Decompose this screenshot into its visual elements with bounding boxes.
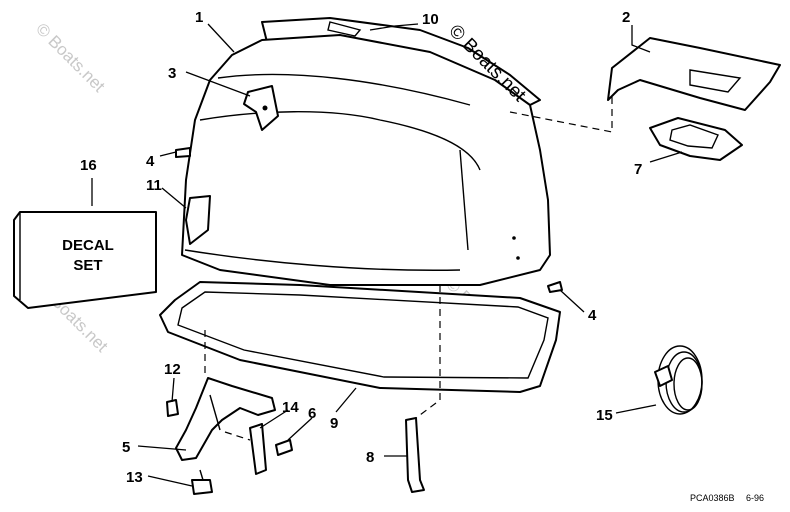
callout-4a: 4 bbox=[146, 153, 155, 170]
callout-8: 8 bbox=[366, 449, 374, 466]
part-seal bbox=[159, 281, 561, 393]
callout-13: 13 bbox=[126, 469, 143, 486]
leader-lines bbox=[91, 23, 683, 487]
callout-6: 6 bbox=[308, 405, 316, 422]
guide-line-bracket bbox=[224, 431, 251, 441]
part-bar bbox=[405, 417, 425, 493]
part-bracket bbox=[175, 377, 276, 461]
part-grommet bbox=[649, 117, 743, 161]
date-code: 6-96 bbox=[746, 493, 764, 503]
callout-9: 9 bbox=[330, 415, 338, 432]
callout-4b: 4 bbox=[588, 307, 597, 324]
callout-3: 3 bbox=[168, 65, 176, 82]
part-rear-cover bbox=[607, 37, 781, 111]
callout-11: 11 bbox=[146, 177, 162, 194]
part-motor-cover bbox=[181, 34, 551, 286]
part-stud bbox=[191, 469, 213, 495]
part-screw-left bbox=[175, 147, 191, 158]
callout-10: 10 bbox=[422, 11, 439, 28]
part-code: PCA0386B bbox=[690, 493, 735, 503]
watermark-left-top: © Boats.net bbox=[32, 19, 109, 96]
decal-line-1: DECAL bbox=[62, 237, 114, 254]
decal-line-2: SET bbox=[73, 257, 102, 274]
callout-16: 16 bbox=[80, 157, 97, 174]
callout-2: 2 bbox=[622, 9, 630, 26]
callout-12: 12 bbox=[164, 361, 181, 378]
callout-5: 5 bbox=[122, 439, 130, 456]
callout-14: 14 bbox=[282, 399, 299, 416]
part-latch bbox=[243, 85, 279, 131]
callout-7: 7 bbox=[634, 161, 642, 178]
guide-line-mid bbox=[415, 285, 441, 419]
part-strap bbox=[249, 423, 267, 475]
part-cable bbox=[654, 345, 703, 415]
part-screw-right bbox=[547, 281, 563, 293]
callout-15: 15 bbox=[596, 407, 613, 424]
part-side-plate bbox=[185, 195, 211, 245]
decal-set-box: DECAL SET bbox=[13, 211, 157, 309]
callout-1: 1 bbox=[195, 9, 203, 26]
part-screw-small bbox=[275, 439, 293, 456]
part-clip bbox=[166, 399, 179, 417]
